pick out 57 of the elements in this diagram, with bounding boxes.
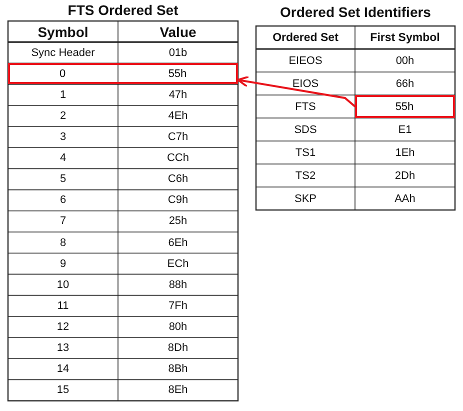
table-cell-text: 66h [394,76,416,92]
table-cell-text: TS2 [294,168,317,184]
table-cell-text: 4 [58,151,68,166]
table-cell-text: 2 [58,108,68,124]
table-cell-text: E1 [397,122,413,138]
table-cell-text: C6h [166,172,190,188]
table-cell-text: 88h [168,278,188,293]
highlight-box [8,63,238,84]
table-cell-text: C7h [166,130,190,146]
table-cell-text: 01b [168,46,188,61]
table-cell-text: 7Fh [168,298,188,314]
table-cell-text: 4Eh [167,108,189,124]
table-cell-text: 0 [58,66,67,82]
table-cell-text: 15 [56,383,70,398]
table-cell-text: TS1 [294,146,317,160]
table-cell-text: 25h [168,214,188,230]
table-cell-text: 8Dh [166,341,190,356]
table-cell-text: 12 [56,320,70,335]
table-cell-text: 8 [58,236,68,251]
table-cell-text: 55h [167,66,188,82]
table-cell-text: 6Eh [167,236,189,251]
column-header: Ordered Set [272,30,340,46]
table-cell-text: 8Eh [167,383,189,398]
table-cell-text: SDS [293,122,318,138]
table-cell-text: 9 [58,256,68,272]
table-cell-text: ECh [166,256,190,272]
table-cell-text: 2Dh [394,168,416,184]
table-cell-text: 5 [58,172,68,188]
table-cell-text: SKP [293,192,318,206]
table-cell-text: 6 [58,193,68,208]
arrow [237,76,356,108]
table-cell-text: FTS [294,100,317,114]
table-cell-text: 3 [58,130,68,146]
table-cell-text: 1 [58,88,68,103]
table-title: FTS Ordered Set [66,0,180,19]
table-cell-text: 80h [168,320,188,335]
table-cell-text: EIOS [291,76,320,92]
table-cell-text: AAh [394,192,416,206]
table-cell-text: 11 [56,298,70,314]
table-cell-text: 13 [56,341,70,356]
column-header: Value [158,22,198,42]
table-cell-text: 10 [56,278,70,293]
table-cell-text: CCh [166,151,190,166]
table-cell-text: 1Eh [394,146,416,160]
column-header: Symbol [36,22,90,42]
table-cell-text: 14 [56,362,70,378]
table-cell-text: EIEOS [288,54,324,68]
table-title: Ordered Set Identifiers [279,3,432,22]
highlight-box [355,95,455,118]
table-cell-text: 00h [394,54,416,68]
column-header: First Symbol [369,30,441,46]
table-cell-text: 7 [58,214,68,230]
table-cell-text: 55h [394,100,415,114]
table-cell-text: C9h [166,193,190,208]
table-cell-text: 47h [168,88,188,103]
table-cell-text: Sync Header [30,46,96,61]
table-cell-text: 8Bh [167,362,189,378]
